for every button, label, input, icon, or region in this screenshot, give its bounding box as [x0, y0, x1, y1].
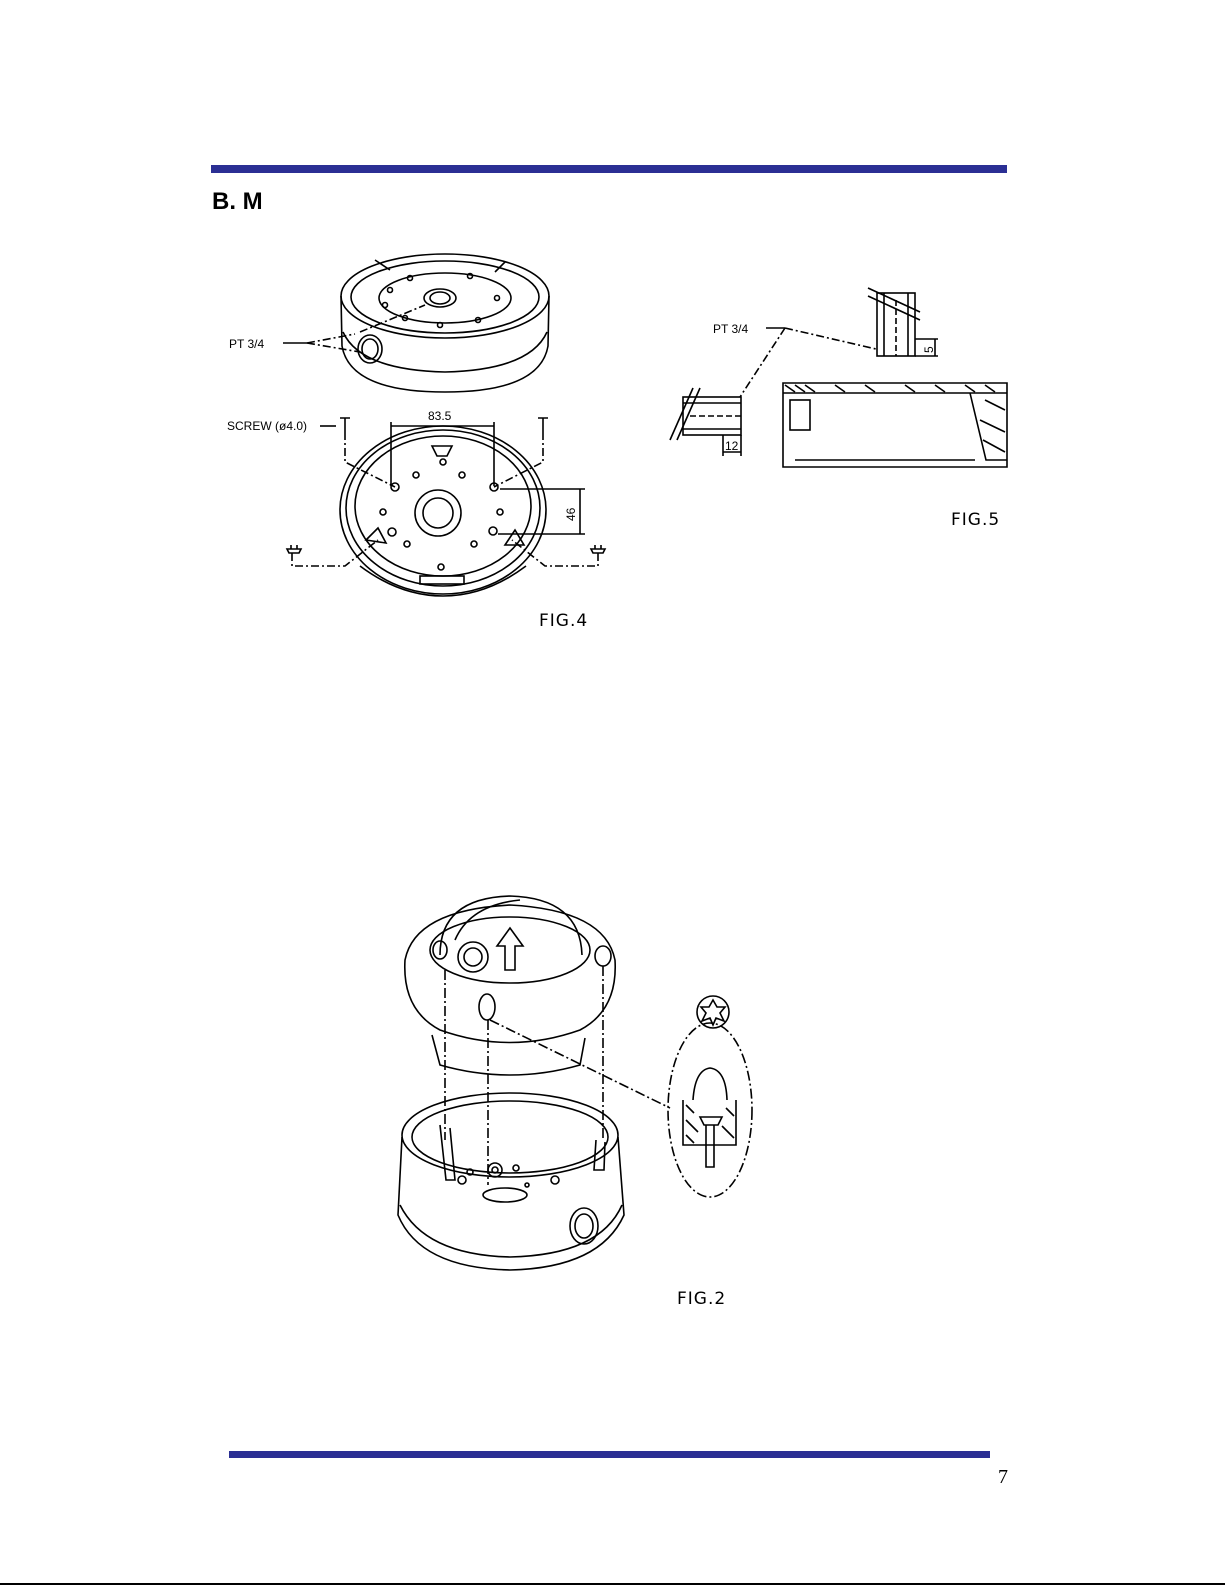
junction-box-iso	[341, 254, 549, 392]
fig5-conduit-label: PT 3/4	[713, 322, 748, 336]
fig4-dim-width: 83.5	[428, 409, 452, 423]
fig4-screw-label: SCREW (ø4.0)	[227, 419, 307, 433]
fig5-dim-pipe: 12	[725, 439, 739, 453]
screw-icons	[287, 418, 605, 553]
fig5-caption: FIG.5	[951, 510, 1000, 530]
fig2-caption: FIG.2	[677, 1289, 726, 1309]
fig4-conduit-label: PT 3/4	[229, 337, 264, 351]
dome-base	[398, 1093, 624, 1270]
screw-detail-callout	[668, 1023, 752, 1197]
fig4-dim-height: 46	[564, 507, 578, 521]
fig2-drawing	[398, 896, 752, 1270]
fig5-drawing	[670, 288, 1007, 467]
dome-cover	[405, 896, 615, 1075]
fig4-caption: FIG.4	[539, 611, 588, 631]
fig5-dim-small: 5	[922, 346, 936, 353]
footer-rule	[229, 1451, 990, 1458]
housing-cross-section	[783, 383, 1007, 467]
base-plate-top-view	[340, 426, 546, 596]
fig4-drawing	[283, 254, 605, 596]
page-number: 7	[998, 1466, 1008, 1489]
